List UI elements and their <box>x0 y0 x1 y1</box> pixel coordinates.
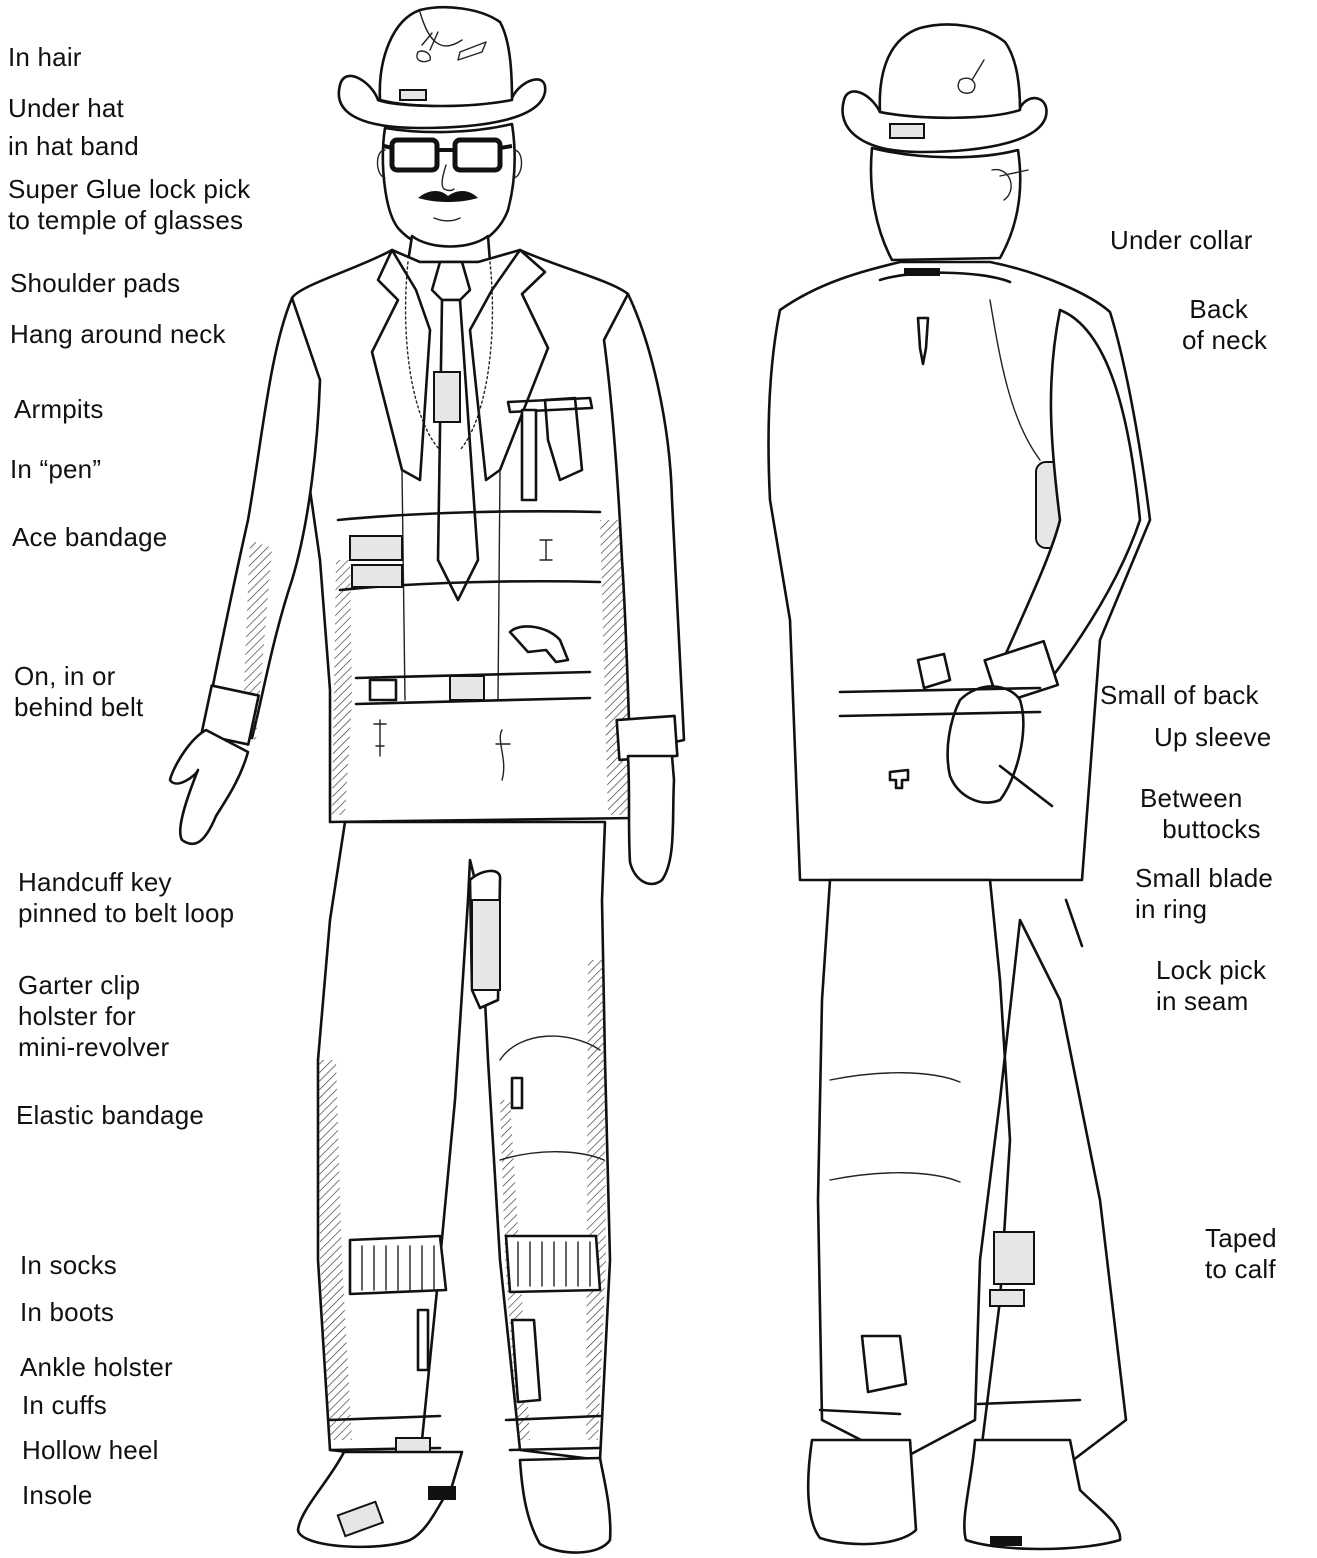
front-hat <box>339 7 545 128</box>
back-head <box>871 148 1020 260</box>
front-right-hand <box>628 756 674 884</box>
garter-holster-item <box>472 900 500 990</box>
belt-hidden-item <box>450 676 484 700</box>
seam-pick-item <box>1066 900 1082 946</box>
back-left-shoe <box>808 1440 916 1544</box>
front-figure <box>170 7 684 1552</box>
calf-taped-item <box>994 1232 1034 1284</box>
ankle-holster-item <box>512 1320 540 1402</box>
tie-hidden-item <box>434 372 460 422</box>
back-ankle-holster <box>862 1336 906 1392</box>
collar-hidden-item <box>904 268 940 276</box>
front-left-hand <box>170 730 248 844</box>
front-right-shoe <box>520 1458 610 1553</box>
front-left-arm <box>206 298 320 738</box>
pen-hidden-item <box>522 410 536 500</box>
front-trousers <box>318 822 610 1460</box>
back-right-shoe <box>964 1440 1120 1549</box>
back-hat <box>843 24 1047 152</box>
hat-band-pick <box>400 90 426 100</box>
back-figure <box>768 24 1150 1549</box>
sock-pick-item <box>418 1310 428 1370</box>
